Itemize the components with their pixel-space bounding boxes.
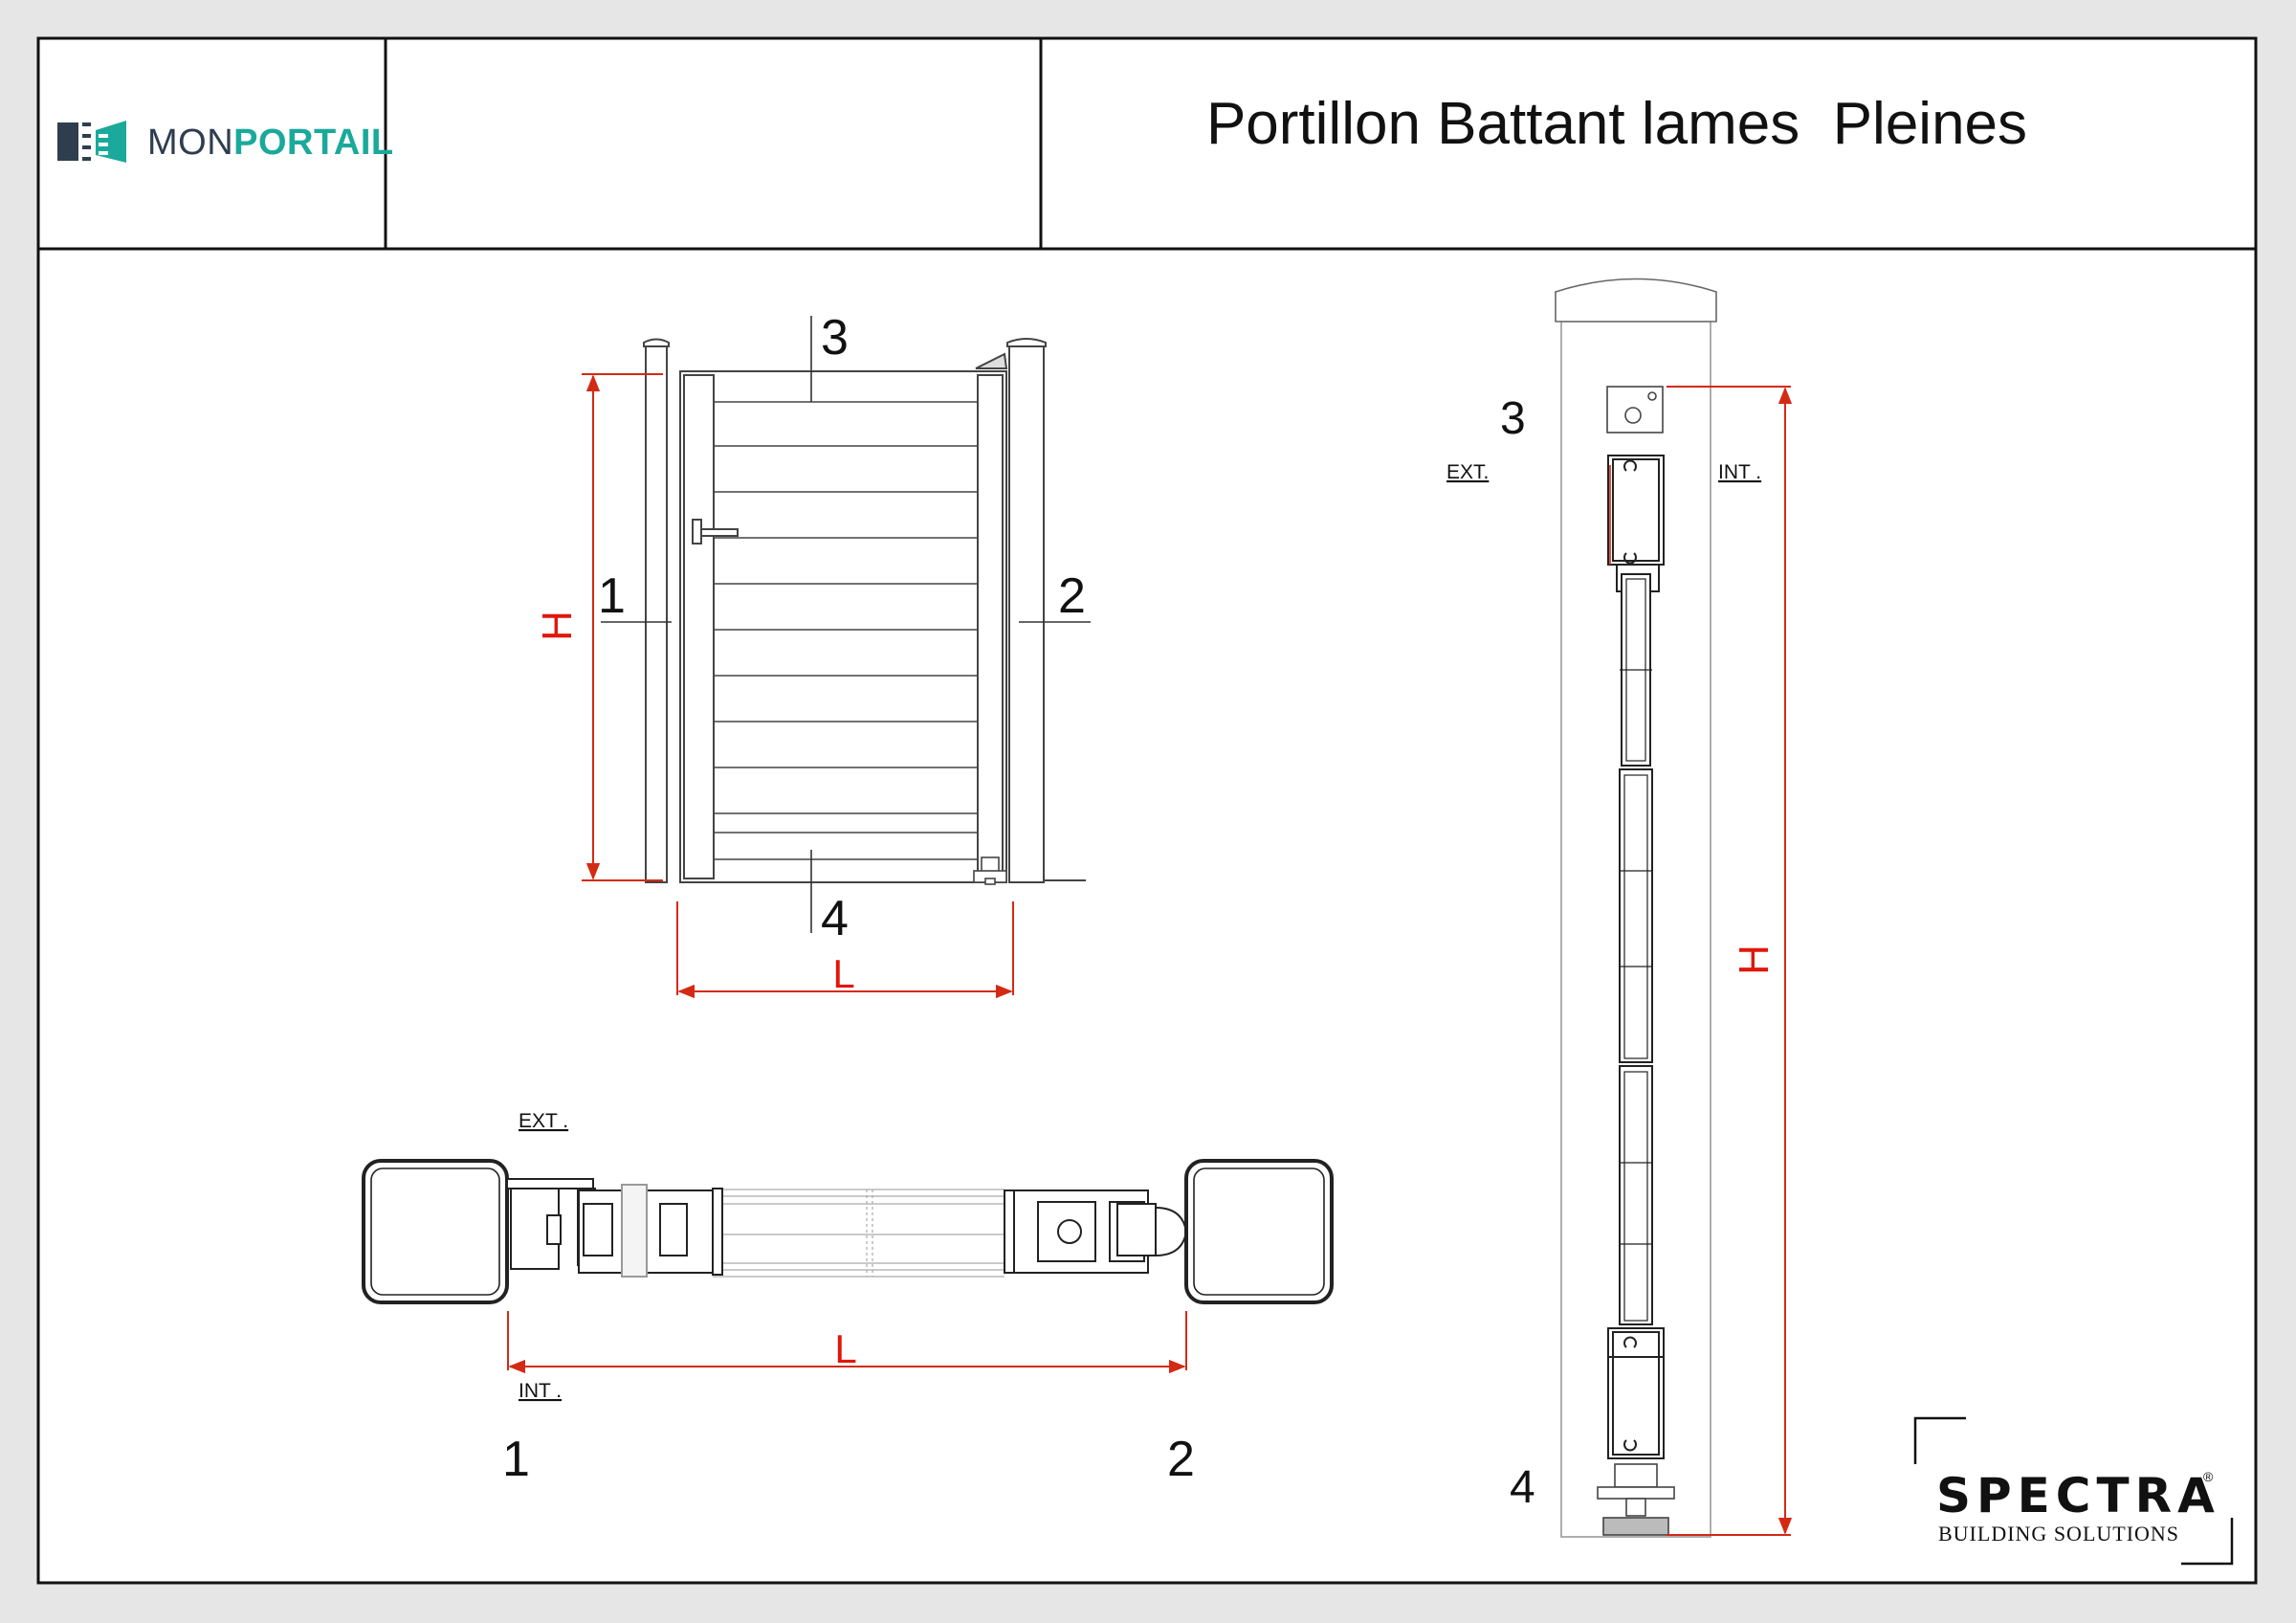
logo-text-portail: PORTAIL (233, 122, 393, 163)
spectra-registered: ® (2203, 1469, 2214, 1484)
right-profile-section (1004, 1189, 1188, 1274)
spectra-wordmark: SPECTRA (1936, 1468, 2220, 1523)
callout-4: 4 (821, 891, 849, 946)
front-view: 3 4 1 2 H L (534, 310, 1091, 999)
slat-section (713, 1189, 1004, 1278)
logo-text-mon: MON (147, 122, 233, 163)
width-label: L (832, 951, 854, 996)
section-int-label: INT . (1718, 461, 1761, 483)
post-outline (1555, 278, 1717, 1538)
title-block (38, 38, 2256, 251)
plan-width-label: L (834, 1326, 856, 1371)
monportail-logo-icon (57, 121, 126, 163)
gate-frame (679, 370, 1007, 883)
callout-2: 2 (1058, 568, 1086, 624)
handle-icon (692, 519, 739, 545)
left-post (643, 338, 670, 883)
height-label: H (534, 611, 581, 641)
monportail-logo: MONPORTAIL (57, 121, 394, 163)
section-view: H 3 4 EXT. INT . (1446, 278, 1793, 1538)
left-profile-section (506, 1178, 723, 1278)
spectra-tagline: BUILDING SOLUTIONS (1938, 1522, 2179, 1545)
plan-int-label: INT . (519, 1380, 562, 1402)
height-dimension (582, 373, 663, 881)
left-post-section (362, 1159, 509, 1304)
drawing-title: Portillon Battant lames Pleines (1206, 91, 2027, 157)
svg-text:MONPORTAIL: MONPORTAIL (147, 122, 394, 163)
bottom-rail-section (1607, 1327, 1665, 1459)
top-hinge-icon (1606, 386, 1664, 434)
sheet-frame (36, 36, 2258, 1585)
spectra-logo: SPECTRA ® BUILDING SOLUTIONS (1913, 1416, 2234, 1566)
gate-slats (714, 401, 978, 860)
right-post-section (1184, 1159, 1334, 1304)
right-post (975, 338, 1047, 883)
callout-1: 1 (598, 568, 626, 624)
plan-post-2-label: 2 (1167, 1432, 1195, 1487)
plan-post-1-label: 1 (502, 1432, 530, 1487)
plan-view: EXT . INT . (362, 1110, 1334, 1487)
plan-ext-label: EXT . (519, 1110, 568, 1132)
section-callout-4: 4 (1510, 1462, 1535, 1513)
section-height-dimension (1609, 386, 1793, 1536)
section-callout-3: 3 (1500, 393, 1526, 444)
section-height-label: H (1731, 945, 1777, 975)
top-rail-section (1607, 455, 1665, 592)
section-ext-label: EXT. (1446, 461, 1489, 483)
vertical-slat-stack (1619, 573, 1653, 1325)
bottom-pivot-icon (973, 856, 1007, 885)
plan-width-dimension (507, 1311, 1187, 1374)
callout-3: 3 (821, 310, 849, 366)
section-bottom-pivot-icon (1597, 1463, 1675, 1536)
width-dimension (676, 901, 1014, 999)
